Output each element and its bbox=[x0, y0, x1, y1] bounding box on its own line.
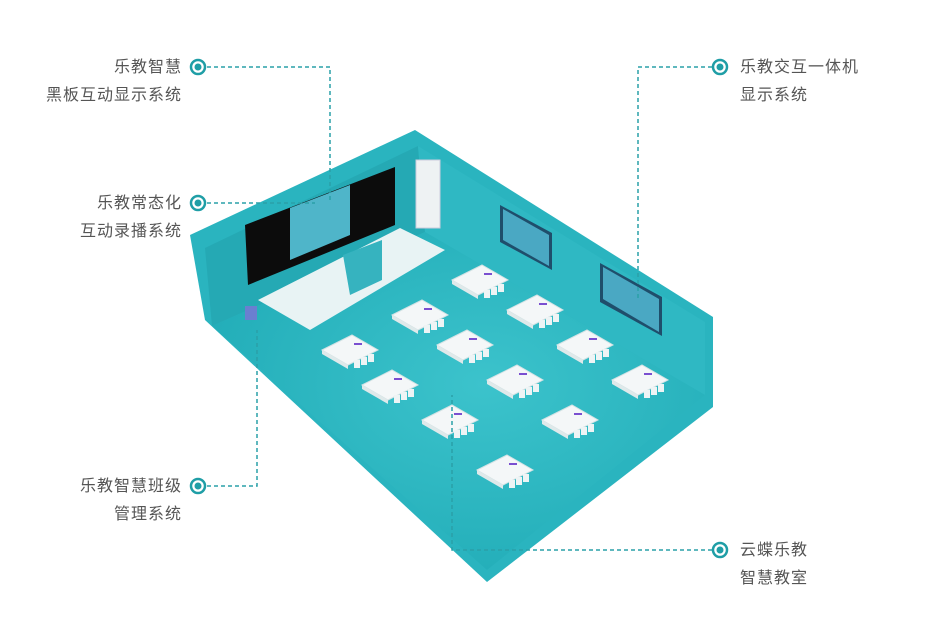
label-line: 乐教智慧班级 bbox=[79, 476, 182, 495]
desk-group bbox=[540, 404, 600, 439]
desk-group bbox=[475, 454, 535, 489]
label-smart-classroom: 云蝶乐教 智慧教室 bbox=[740, 536, 808, 592]
desk-group bbox=[450, 264, 510, 299]
label-class-management-system: 乐教智慧班级 管理系统 bbox=[80, 472, 182, 528]
label-line: 乐教常态化 bbox=[96, 193, 182, 212]
desk-groups bbox=[320, 264, 670, 489]
desk-group bbox=[610, 364, 670, 399]
label-line: 互动录播系统 bbox=[79, 221, 182, 240]
marker-icon bbox=[189, 477, 207, 495]
label-recording-system: 乐教常态化 互动录播系统 bbox=[80, 189, 182, 245]
marker-icon bbox=[189, 194, 207, 212]
marker-icon bbox=[189, 58, 207, 76]
label-line: 管理系统 bbox=[113, 504, 182, 523]
desk-group bbox=[360, 369, 420, 404]
desk-group bbox=[390, 299, 450, 334]
floor bbox=[212, 232, 705, 570]
desk-group bbox=[555, 329, 615, 364]
label-line: 显示系统 bbox=[740, 85, 809, 104]
marker-icon bbox=[711, 58, 729, 76]
label-line: 智慧教室 bbox=[740, 568, 809, 587]
label-all-in-one-display: 乐教交互一体机 显示系统 bbox=[740, 53, 859, 109]
label-line: 黑板互动显示系统 bbox=[45, 85, 182, 104]
right-wall bbox=[418, 146, 705, 395]
label-line: 乐教智慧 bbox=[113, 57, 182, 76]
podium bbox=[343, 240, 382, 295]
label-line: 乐教交互一体机 bbox=[740, 57, 860, 76]
desk-group bbox=[505, 294, 565, 329]
desk-group bbox=[420, 404, 480, 439]
desk-group bbox=[485, 364, 545, 399]
cabinet bbox=[415, 159, 441, 229]
marker-icons bbox=[189, 58, 729, 559]
label-blackboard-system: 乐教智慧 黑板互动显示系统 bbox=[46, 53, 182, 109]
marker-icon bbox=[711, 541, 729, 559]
connector-lines bbox=[207, 66, 712, 551]
desk-group bbox=[435, 329, 495, 364]
label-line: 云蝶乐教 bbox=[740, 540, 809, 559]
class-card-device bbox=[245, 306, 257, 320]
desk-group bbox=[320, 334, 380, 369]
